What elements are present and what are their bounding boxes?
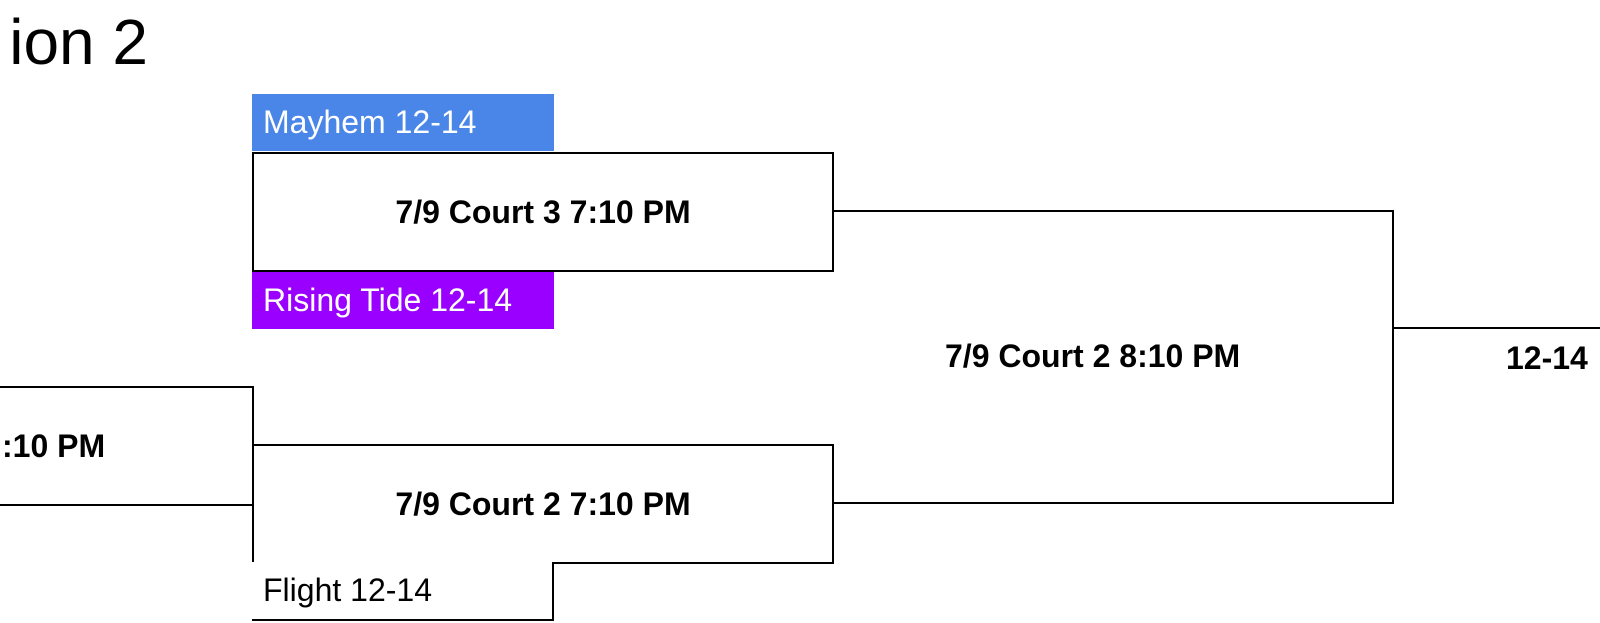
- team-slot-mayhem: Mayhem 12-14: [252, 94, 554, 151]
- game-box-semi-bottom: 7/9 Court 2 7:10 PM: [252, 444, 834, 564]
- game-label-final: 7/9 Court 2 8:10 PM: [945, 338, 1241, 374]
- connector-bottom-horizontal: [832, 502, 1394, 504]
- team-name-mayhem: Mayhem 12-14: [263, 104, 477, 140]
- page-title: ion 2: [9, 6, 148, 78]
- connector-champion-horizontal: [1392, 327, 1600, 329]
- team-slot-rising-tide: Rising Tide 12-14: [252, 272, 554, 329]
- team-name-rising-tide: Rising Tide 12-14: [263, 282, 513, 318]
- team-name-flight: Flight 12-14: [263, 572, 432, 608]
- page-title-wrap: ion 2: [0, 10, 148, 80]
- game-label-right-partial: 12-14: [1506, 340, 1588, 376]
- game-label-left-partial: :10 PM: [2, 427, 106, 464]
- game-label-semi-bottom: 7/9 Court 2 7:10 PM: [395, 485, 691, 522]
- game-box-left-partial: :10 PM: [0, 386, 254, 506]
- game-label-semi-top: 7/9 Court 3 7:10 PM: [395, 193, 691, 230]
- connector-top-horizontal: [832, 210, 1394, 212]
- connector-final-vertical: [1392, 210, 1394, 504]
- game-box-semi-top: 7/9 Court 3 7:10 PM: [252, 152, 834, 272]
- team-slot-flight: Flight 12-14: [252, 562, 554, 621]
